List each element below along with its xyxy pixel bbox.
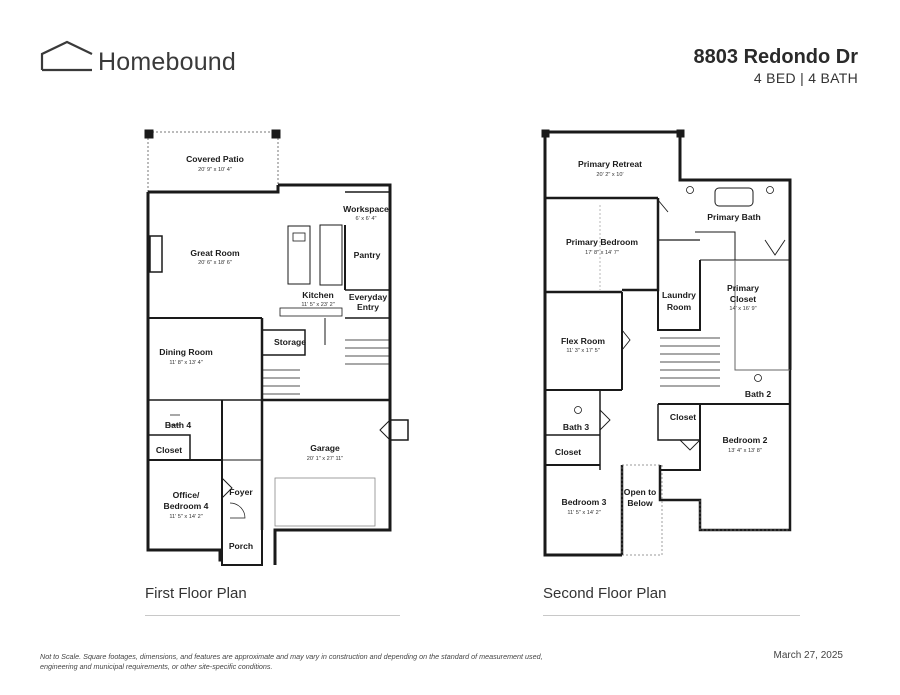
primary-bedroom-label: Primary Bedroom bbox=[566, 237, 638, 247]
great-room-label: Great Room bbox=[190, 248, 240, 258]
primary-retreat-dims: 20' 2" x 10' bbox=[596, 172, 623, 178]
bed-count: 4 BED bbox=[753, 70, 796, 86]
primary-closet-dims: 14' x 16' 9" bbox=[729, 306, 756, 312]
everyday-entry-label-2: Entry bbox=[357, 302, 379, 312]
everyday-entry-label-1: Everyday bbox=[349, 292, 387, 302]
closet-a-label: Closet bbox=[670, 412, 696, 422]
dining-room-label: Dining Room bbox=[159, 347, 213, 357]
primary-retreat-label: Primary Retreat bbox=[578, 159, 642, 169]
closet-b-label: Closet bbox=[555, 447, 581, 457]
porch-label: Porch bbox=[229, 541, 253, 551]
office-dims: 11' 5" x 14' 2" bbox=[169, 514, 202, 520]
homebound-logo bbox=[40, 40, 93, 72]
laundry-label-2: Room bbox=[667, 302, 692, 312]
first-floor-title: First Floor Plan bbox=[145, 585, 247, 602]
property-address: 8803 Redondo Dr bbox=[693, 46, 858, 68]
open-below-label-1: Open to bbox=[624, 487, 656, 497]
bath3-label: Bath 3 bbox=[563, 422, 589, 432]
great-room-dims: 20' 6" x 18' 6" bbox=[198, 260, 232, 266]
second-floor-divider bbox=[543, 615, 800, 616]
open-below-label-2: Below bbox=[627, 498, 653, 508]
second-floor-title: Second Floor Plan bbox=[543, 585, 667, 602]
pantry-label: Pantry bbox=[354, 250, 381, 260]
kitchen-dims: 11' 5" x 23' 2" bbox=[301, 302, 334, 308]
covered-patio-dims: 20' 9" x 10' 4" bbox=[198, 167, 232, 173]
dining-room-dims: 11' 8" x 13' 4" bbox=[169, 360, 202, 366]
primary-bath-label: Primary Bath bbox=[707, 212, 761, 222]
primary-closet-label-1: Primary bbox=[727, 283, 759, 293]
bedroom3-dims: 11' 5" x 14' 2" bbox=[567, 510, 600, 516]
bath-count: 4 BATH bbox=[808, 70, 858, 86]
flex-room-dims: 11' 3" x 17' 5" bbox=[566, 348, 599, 354]
disclaimer: Not to Scale. Square footages, dimension… bbox=[40, 652, 600, 672]
garage-label: Garage bbox=[310, 443, 340, 453]
foyer-label: Foyer bbox=[229, 487, 253, 497]
storage-label: Storage bbox=[274, 337, 306, 347]
primary-bedroom-dims: 17' 8" x 14' 7" bbox=[585, 250, 619, 256]
disclaimer-line-2: engineering and municipal requirements, … bbox=[40, 662, 273, 671]
bedroom2-dims: 13' 4" x 13' 8" bbox=[728, 448, 762, 454]
bed-bath-summary: 4 BED | 4 BATH bbox=[754, 70, 858, 86]
bath2-label: Bath 2 bbox=[745, 389, 771, 399]
logo-text: Homebound bbox=[98, 48, 237, 76]
separator: | bbox=[800, 70, 805, 86]
bedroom3-label: Bedroom 3 bbox=[562, 497, 607, 507]
house-icon bbox=[40, 40, 93, 70]
closet-label: Closet bbox=[156, 445, 182, 455]
kitchen-label: Kitchen bbox=[302, 290, 334, 300]
workspace-label: Workspace bbox=[343, 204, 389, 214]
disclaimer-line-1: Not to Scale. Square footages, dimension… bbox=[40, 652, 543, 661]
bedroom2-label: Bedroom 2 bbox=[723, 435, 768, 445]
first-floor-divider bbox=[145, 615, 400, 616]
plan-date: March 27, 2025 bbox=[773, 650, 844, 661]
bath4-label: Bath 4 bbox=[165, 420, 191, 430]
primary-closet-label-2: Closet bbox=[730, 294, 756, 304]
covered-patio-label: Covered Patio bbox=[186, 154, 244, 164]
workspace-dims: 6' x 6' 4" bbox=[356, 216, 377, 222]
office-label-2: Bedroom 4 bbox=[164, 501, 209, 511]
garage-dims: 20' 1" x 27' 11" bbox=[307, 456, 343, 462]
flex-room-label: Flex Room bbox=[561, 336, 605, 346]
laundry-label-1: Laundry bbox=[662, 290, 696, 300]
office-label-1: Office/ bbox=[173, 490, 200, 500]
